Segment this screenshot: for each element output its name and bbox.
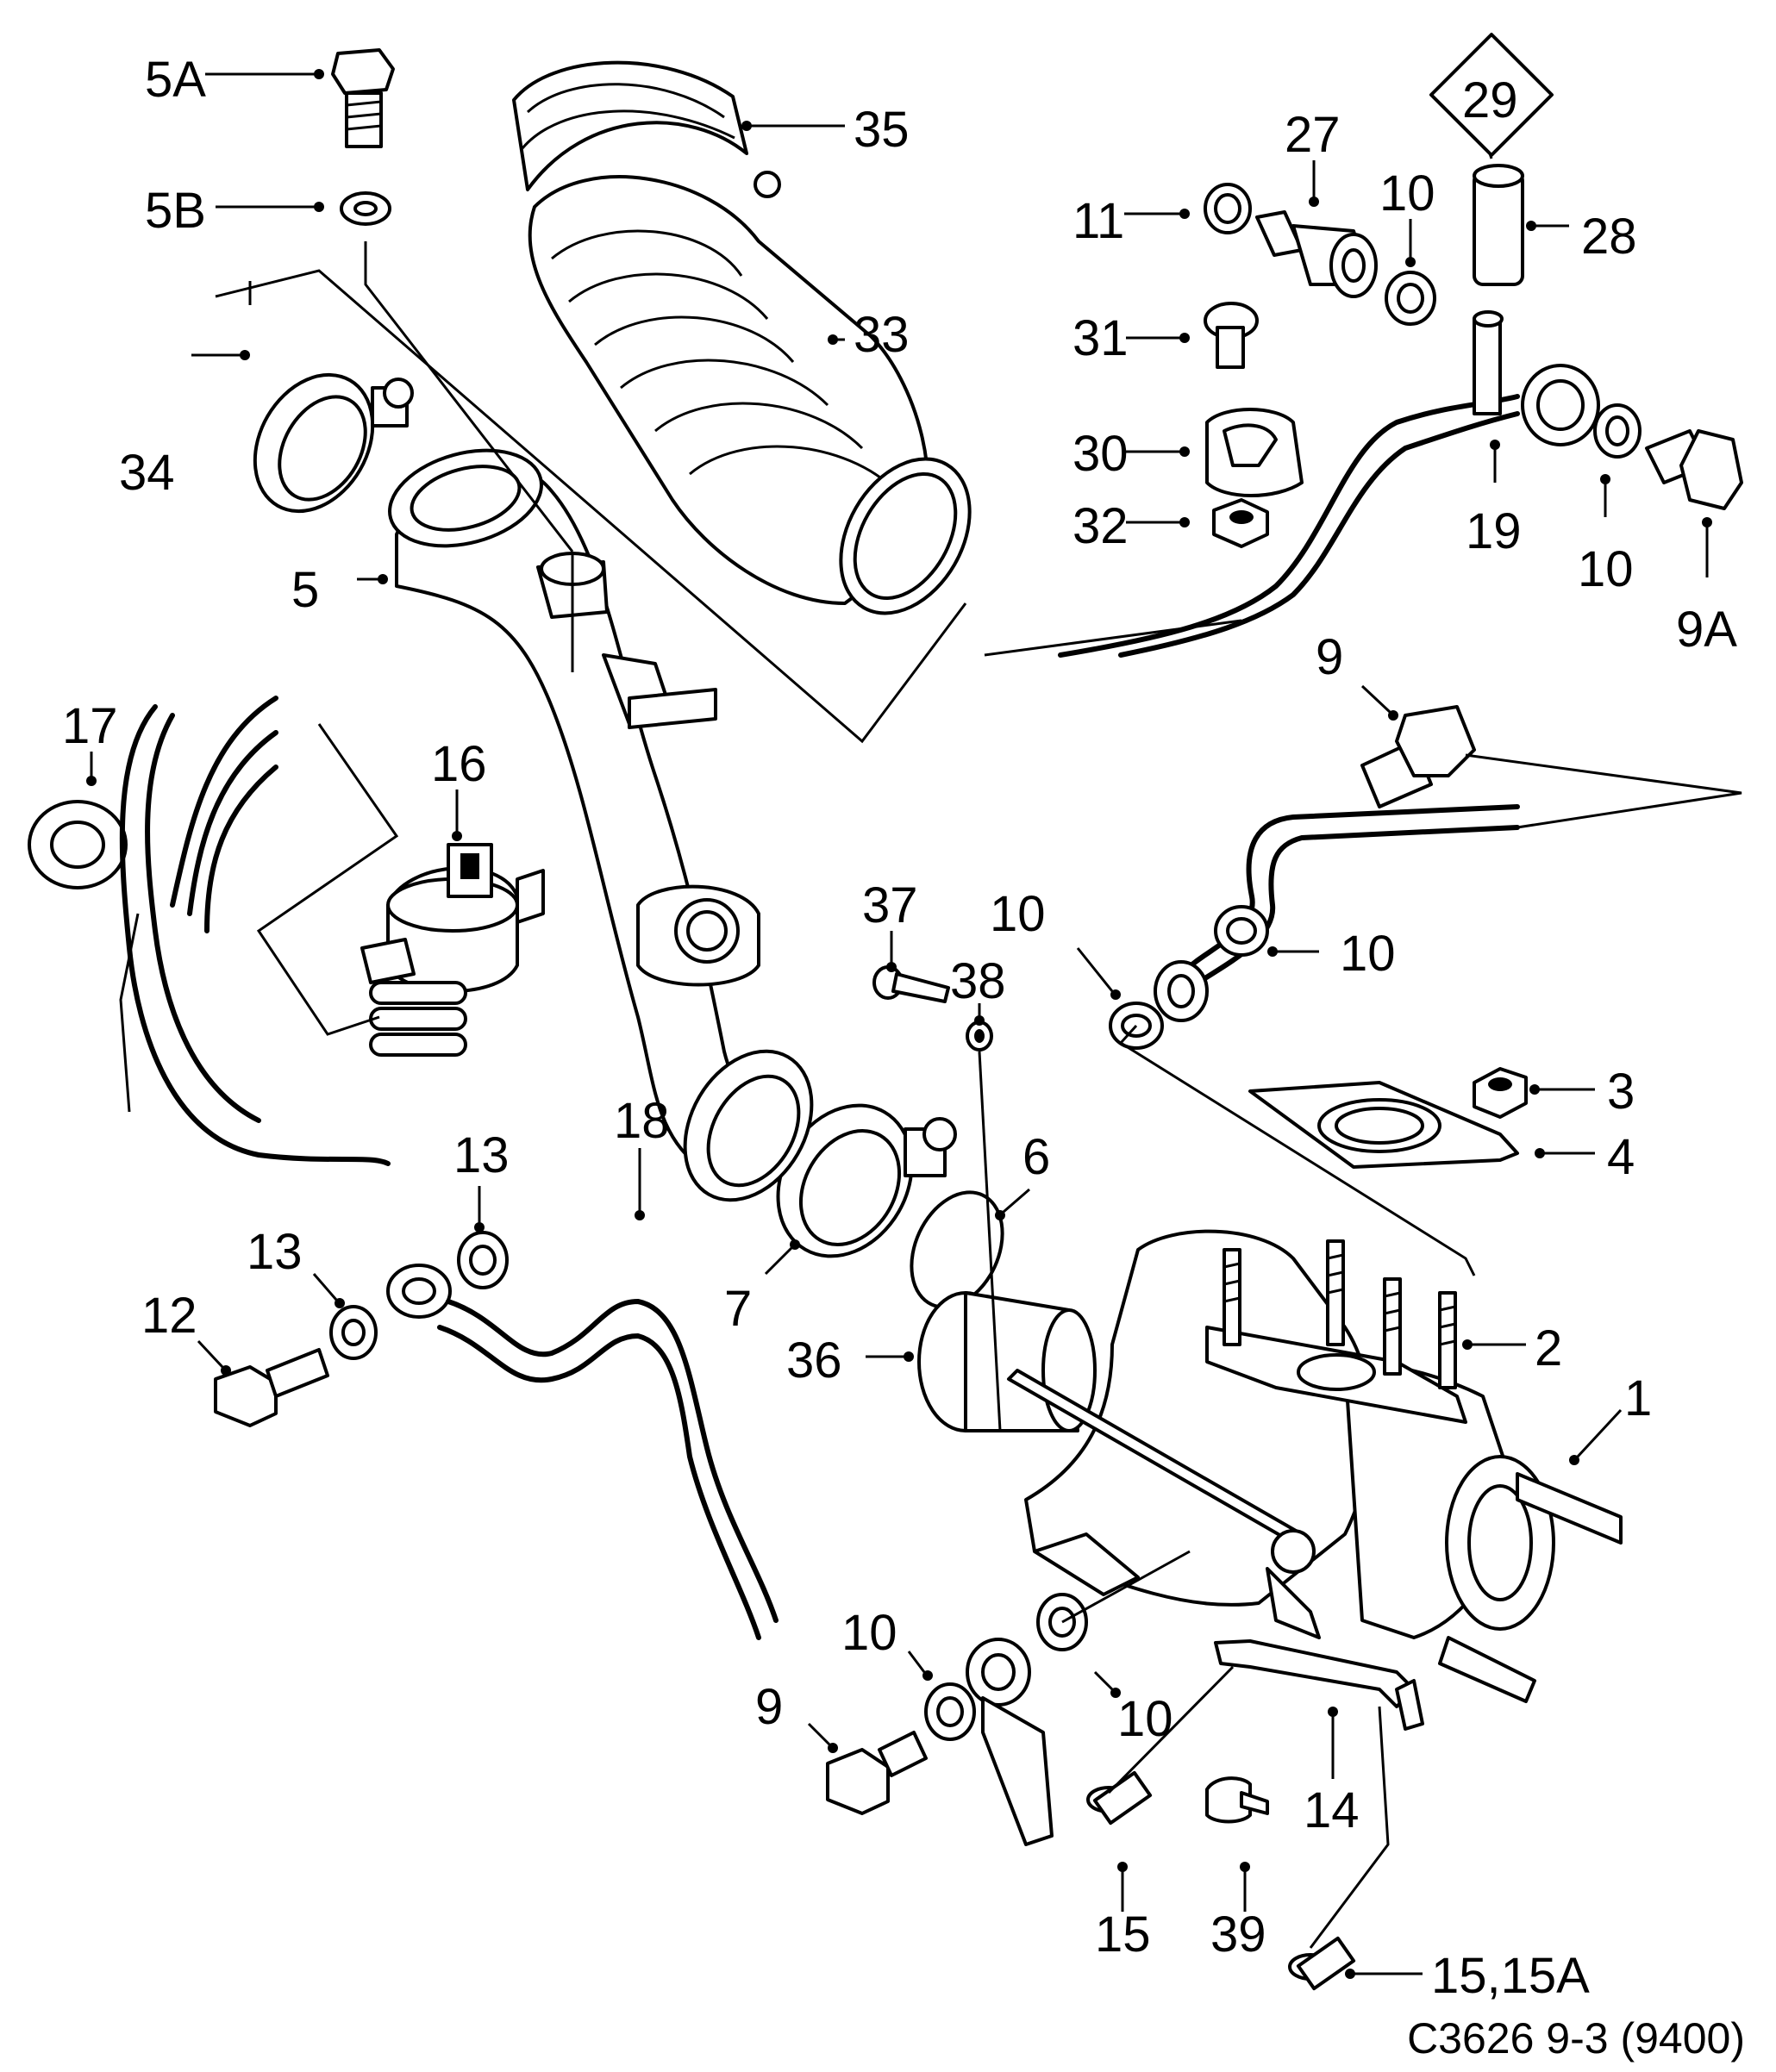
part-screw-15 bbox=[1086, 1770, 1153, 1825]
callout-10-lower-right: 10 bbox=[1117, 1691, 1173, 1747]
part-nut-3 bbox=[1473, 1067, 1528, 1119]
callout-16: 16 bbox=[431, 736, 487, 792]
part-bolt-9A bbox=[1645, 429, 1743, 510]
part-bolt-5A bbox=[331, 48, 395, 148]
part-sleeve-28 bbox=[1473, 164, 1524, 286]
part-bracket-14 bbox=[1214, 1639, 1424, 1731]
callout-15: 15 bbox=[1095, 1907, 1151, 1963]
callout-15-15A: 15,15A bbox=[1431, 1948, 1590, 2004]
callout-10-top: 10 bbox=[1379, 165, 1435, 222]
part-screw-31 bbox=[1204, 302, 1259, 369]
part-bellows-33 bbox=[528, 175, 972, 615]
part-valve-16 bbox=[360, 843, 545, 1057]
part-bolt-37 bbox=[872, 965, 950, 1003]
part-gasket-4 bbox=[1248, 1081, 1519, 1169]
callout-9A: 9A bbox=[1676, 602, 1737, 658]
part-hose-35 bbox=[512, 60, 781, 198]
callout-10-right: 10 bbox=[1578, 541, 1634, 597]
callout-10-mid-left: 10 bbox=[990, 886, 1046, 942]
part-screw-15-15A bbox=[1288, 1936, 1356, 1991]
part-pipe-19 bbox=[1058, 310, 1600, 658]
part-bolt-12 bbox=[214, 1348, 329, 1427]
part-washer-10-top bbox=[1385, 271, 1436, 326]
part-clamp-34 bbox=[253, 372, 414, 514]
part-clip-30 bbox=[1205, 408, 1304, 497]
callout-5: 5 bbox=[291, 562, 319, 618]
part-nut-32 bbox=[1212, 498, 1269, 548]
callout-1: 1 bbox=[1624, 1370, 1652, 1426]
callout-11: 11 bbox=[1072, 193, 1124, 249]
callout-18: 18 bbox=[614, 1093, 670, 1149]
callout-12: 12 bbox=[141, 1288, 197, 1344]
part-washer-10-lower-left bbox=[924, 1682, 976, 1741]
figure-reference: C3626 9-3 (9400) bbox=[1407, 2014, 1745, 2063]
part-bolt-9-lower bbox=[826, 1731, 928, 1815]
callout-13-lower: 13 bbox=[247, 1224, 303, 1280]
callout-13-upper: 13 bbox=[453, 1127, 510, 1183]
part-washer-5B bbox=[340, 191, 391, 226]
callout-31: 31 bbox=[1072, 310, 1129, 366]
part-turbocharger-1 bbox=[1024, 1229, 1623, 1703]
callout-32: 32 bbox=[1072, 498, 1129, 554]
callout-35: 35 bbox=[854, 102, 910, 158]
callout-34: 34 bbox=[119, 445, 175, 501]
callout-37: 37 bbox=[862, 877, 918, 933]
callout-14: 14 bbox=[1304, 1782, 1360, 1838]
callout-33: 33 bbox=[854, 307, 910, 363]
callout-5A: 5A bbox=[145, 52, 206, 108]
part-oil-pipe-18 bbox=[386, 1264, 1054, 1846]
callout-29: 29 bbox=[1462, 72, 1518, 128]
part-washer-13-lower bbox=[329, 1305, 378, 1360]
callout-9-upper: 9 bbox=[1316, 629, 1343, 685]
part-washer-10-mid-right bbox=[1214, 905, 1269, 957]
callout-27: 27 bbox=[1285, 107, 1341, 163]
part-charge-pipe-5 bbox=[388, 448, 795, 1174]
callout-28: 28 bbox=[1581, 209, 1637, 265]
part-washer-10-lower-right bbox=[1036, 1593, 1088, 1651]
callout-6: 6 bbox=[1022, 1129, 1050, 1185]
callout-labels: 5A 5B 35 33 34 5 11 27 10 28 29 31 30 32… bbox=[62, 52, 1737, 2004]
callout-5B: 5B bbox=[145, 183, 206, 239]
callout-10-lower-left: 10 bbox=[841, 1605, 897, 1661]
part-washer-10-right bbox=[1593, 403, 1642, 459]
callout-19: 19 bbox=[1466, 503, 1522, 559]
callout-10-mid-right: 10 bbox=[1340, 926, 1396, 982]
callout-39: 39 bbox=[1210, 1907, 1266, 1963]
part-bolt-9-upper bbox=[1360, 705, 1476, 808]
part-oring-6 bbox=[910, 1190, 1004, 1309]
part-hoses-17 bbox=[28, 696, 391, 1166]
part-clamp-7 bbox=[683, 1049, 957, 1258]
part-washer-11 bbox=[1204, 183, 1252, 234]
assembly-lines bbox=[215, 241, 1742, 1949]
callout-36: 36 bbox=[786, 1332, 842, 1389]
callout-3: 3 bbox=[1607, 1064, 1635, 1120]
callout-17: 17 bbox=[62, 698, 118, 754]
callout-2: 2 bbox=[1535, 1320, 1562, 1376]
callout-7: 7 bbox=[724, 1281, 752, 1337]
callout-4: 4 bbox=[1607, 1129, 1635, 1185]
diamond-frame-29 bbox=[1429, 33, 1554, 157]
part-adapter-27 bbox=[1255, 210, 1378, 298]
part-washer-38 bbox=[966, 1020, 993, 1052]
part-actuator-36 bbox=[917, 1291, 1321, 1639]
part-washer-13-upper bbox=[457, 1231, 509, 1289]
callout-9-lower: 9 bbox=[755, 1679, 783, 1735]
part-oil-pipe-right bbox=[1154, 804, 1520, 1022]
callout-38: 38 bbox=[950, 953, 1006, 1009]
callout-30: 30 bbox=[1072, 426, 1129, 482]
part-clip-39 bbox=[1205, 1776, 1269, 1824]
